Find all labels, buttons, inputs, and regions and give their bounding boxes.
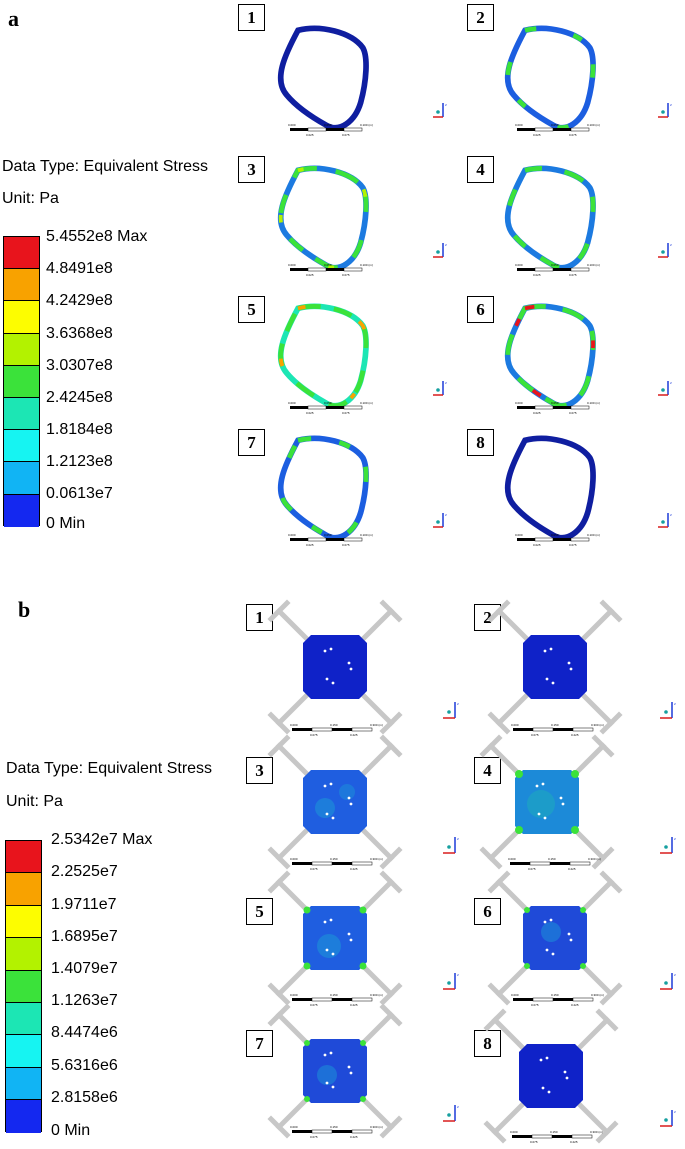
legend-a-label-10: 0 Min [46,515,86,532]
legend-b-swatch-2 [6,873,41,906]
scale-bar-b-4 [507,856,602,872]
cell-a-2-number: 2 [467,4,494,31]
axis-triad-b-3 [442,836,460,854]
legend-a-swatch-4 [4,333,39,366]
legend-b-unit: Unit: Pa [6,793,63,810]
cell-b-1-number: 1 [246,604,273,631]
legend-a-label-7: 1.8184e8 [46,421,113,438]
legend-b-swatch-5 [6,970,41,1003]
legend-a-swatch-3 [4,301,39,334]
legend-a-label-8: 1.2123e8 [46,453,113,470]
legend-a-label-5: 3.0307e8 [46,357,113,374]
legend-b-swatch-4 [6,938,41,971]
legend-a-swatch-7 [4,430,39,463]
scale-bar-b-7 [289,1124,384,1140]
plate-b-8 [487,1012,615,1140]
plate-b-2 [491,603,619,731]
legend-b-swatch-7 [6,1035,41,1068]
legend-b-data-type: Data Type: Equivalent Stress [6,760,213,777]
plate-b-5 [271,874,399,1002]
scale-bar-b-2 [510,722,605,738]
legend-b-label-5: 1.4079e7 [51,960,118,977]
legend-a-label-1: 5.4552e8 Max [46,228,148,245]
panel-b-letter: b [18,597,31,622]
axis-triad-b-4 [659,836,677,854]
legend-a-label-6: 2.4245e8 [46,389,113,406]
plate-b-3 [271,738,399,866]
cell-b-2-number: 2 [474,604,501,631]
legend-a-swatch-6 [4,397,39,431]
cell-b-5-number: 5 [246,898,273,925]
cell-a-4-number: 4 [467,156,494,183]
legend-a-swatch-1 [4,237,39,270]
cell-a-3-number: 3 [238,156,265,183]
cell-a-6-number: 6 [467,296,494,323]
legend-b-label-4: 1.6895e7 [51,928,118,945]
cell-a-8-number: 8 [467,429,494,456]
legend-a-label-9: 0.0613e7 [46,485,113,502]
legend-a-swatch-9 [4,494,39,527]
plate-b-4 [483,738,611,866]
axis-triad-b-6 [659,972,677,990]
legend-b-colorbar [5,840,42,1133]
legend-b-swatch-1 [6,841,41,874]
legend-b-swatch-3 [6,905,41,939]
scale-bar-b-8 [509,1129,604,1145]
scale-bar-b-1 [289,722,384,738]
plate-b-6 [491,874,619,1002]
legend-a-label-4: 3.6368e8 [46,325,113,342]
legend-b-label-2: 2.2525e7 [51,863,118,880]
cell-b-4-number: 4 [474,757,501,784]
cell-a-5-number: 5 [238,296,265,323]
legend-b-label-8: 5.6316e6 [51,1057,118,1074]
plate-b-7 [271,1007,399,1135]
legend-a-swatch-8 [4,462,39,495]
scale-bar-b-6 [510,992,605,1008]
legend-b-label-1: 2.5342e7 Max [51,831,153,848]
axis-triad-b-2 [659,701,677,719]
panel-a-letter: a [8,6,19,31]
cell-b-3-number: 3 [246,757,273,784]
cell-b-7-number: 7 [246,1030,273,1057]
legend-a-swatch-2 [4,269,39,302]
legend-b-label-3: 1.9711e7 [51,896,117,913]
axis-triad-b-8 [659,1109,677,1127]
legend-b-swatch-6 [6,1002,41,1036]
axis-triad-b-1 [442,701,460,719]
axis-triad-b-7 [442,1104,460,1122]
legend-b-swatch-8 [6,1067,41,1101]
legend-b-swatch-9 [6,1100,41,1133]
legend-a-swatch-5 [4,365,39,398]
legend-a-unit: Unit: Pa [2,190,59,207]
cell-b-8-number: 8 [474,1030,501,1057]
legend-b-label-9: 2.8158e6 [51,1089,118,1106]
legend-a-label-2: 4.8491e8 [46,260,113,277]
cell-a-7-number: 7 [238,429,265,456]
legend-b-label-7: 8.4474e6 [51,1024,118,1041]
legend-a-label-3: 4.2429e8 [46,292,113,309]
cell-b-6-number: 6 [474,898,501,925]
cell-a-1-number: 1 [238,4,265,31]
legend-b-label-10: 0 Min [51,1122,91,1139]
axis-triad-b-5 [442,972,460,990]
scale-bar-b-5 [289,992,384,1008]
legend-b-label-6: 1.1263e7 [51,992,118,1009]
legend-a-data-type: Data Type: Equivalent Stress [2,158,209,175]
legend-a-colorbar [3,236,40,527]
plate-b-1 [271,603,399,731]
scale-bar-b-3 [289,856,384,872]
